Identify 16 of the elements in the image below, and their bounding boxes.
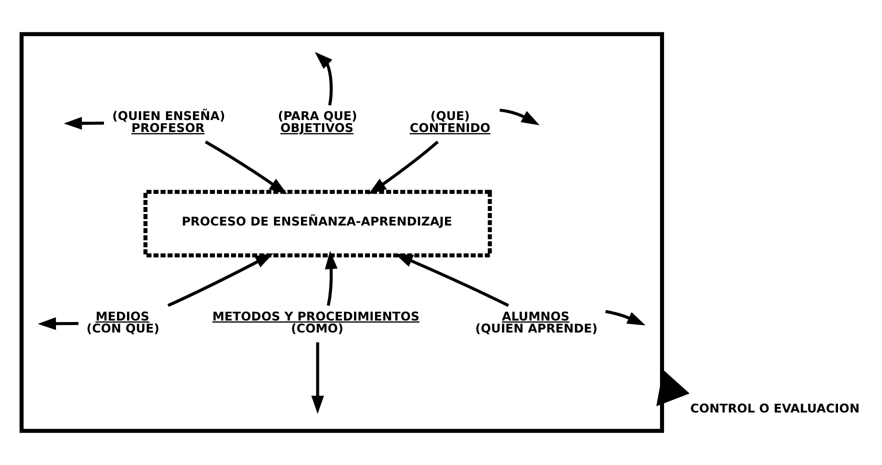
arrow bbox=[166, 253, 273, 307]
arrow bbox=[63, 116, 104, 130]
arrow bbox=[656, 370, 690, 406]
node-text: ALUMNOS (QUIEN APRENDE) bbox=[474, 309, 598, 336]
node-text: MEDIOS (CON QUE) bbox=[86, 309, 159, 336]
arrow bbox=[368, 140, 438, 194]
node-text: CONTROL O EVALUACION bbox=[690, 402, 860, 416]
node-text: (QUIEN ENSEÑA) PROFESOR bbox=[112, 109, 225, 136]
arrow bbox=[37, 317, 78, 330]
node-box: PROCESO DE ENSEÑANZA-APRENDIZAJE bbox=[142, 190, 492, 258]
node-text: (QUE) CONTENIDO bbox=[409, 109, 490, 136]
arrow bbox=[310, 342, 324, 414]
node-text: METODOS Y PROCEDIMIENTOS (COMO) bbox=[212, 309, 419, 336]
node-text: (PARA QUE) OBJETIVOS bbox=[277, 109, 357, 136]
arrow bbox=[324, 250, 338, 306]
arrow bbox=[204, 140, 287, 194]
